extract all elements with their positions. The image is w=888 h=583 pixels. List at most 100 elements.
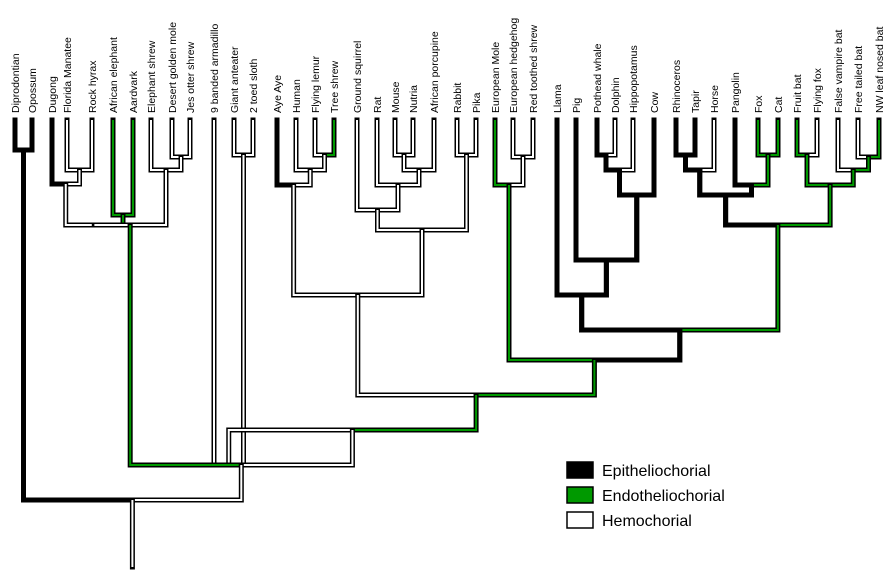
branch-n7-left (150, 120, 166, 171)
branch-n39-left (591, 327, 683, 363)
branch-n19-left-outline (375, 207, 425, 233)
branch-n41-right-outline (349, 392, 479, 433)
branch-n34-left-outline (855, 117, 871, 160)
branch-n22-right (509, 157, 524, 186)
branch-n5-left-outline (63, 181, 97, 228)
taxon-label: European Mole (490, 42, 502, 113)
branch-n9-left-outline (231, 117, 246, 158)
branch-n38-left-outline (579, 292, 683, 333)
branch-n43-left-outline (21, 147, 135, 503)
branch-n22-left-outline (492, 117, 512, 188)
branch-n2-right (79, 120, 93, 171)
taxon-label: Cat (773, 97, 785, 113)
branch-n13-left (274, 117, 297, 188)
branch-n9-left (233, 120, 244, 156)
branch-n42-left-outline (127, 222, 244, 468)
branch-n17-right-outline (375, 182, 401, 213)
branch-n4-right-outline (120, 117, 136, 218)
branch-n11-left-outline (312, 117, 327, 158)
branch-n2-left-outline (64, 117, 82, 173)
taxon-label: Rhinoceros (671, 60, 683, 113)
branch-n42-right (241, 430, 354, 466)
branch-n24-left-outline (617, 117, 636, 173)
branch-n37-right (777, 185, 832, 226)
branch-n34-right (868, 120, 880, 158)
branch-n11-right (324, 120, 335, 156)
branch-n23-right-outline (603, 117, 618, 158)
branch-n27-right (579, 257, 609, 298)
branch-n33-right-outline (804, 117, 820, 158)
branch-n17-right (377, 185, 399, 211)
branch-n25-right-outline (617, 167, 640, 198)
branch-n28-right (683, 117, 698, 158)
taxon-label: Nutria (408, 85, 420, 113)
branch-n18-left (456, 120, 467, 156)
taxon-label: Pothead whale (592, 43, 604, 113)
branch-n6-right-outline (178, 117, 193, 160)
legend-label-endotheliochorial: Endotheliochorial (602, 488, 725, 505)
branch-n24-right (603, 152, 622, 173)
branch-n10-left-outline (211, 117, 232, 468)
branch-n1-right (21, 117, 35, 153)
branch-n30-left-outline (755, 117, 771, 158)
branch-n43-right (132, 465, 243, 501)
branch-n34-right-outline (866, 117, 882, 160)
branch-n12-left (295, 120, 311, 171)
taxon-label: Red toothed shrew (528, 24, 540, 113)
branch-n28-left (673, 117, 688, 158)
branch-n6-left (171, 120, 181, 158)
branch-n8-right-outline (127, 167, 169, 228)
taxon-label: Llama (552, 84, 564, 113)
branch-n35-left (837, 120, 854, 171)
branch-n12-left-outline (293, 117, 313, 173)
branch-n31-right-outline (749, 152, 771, 188)
taxon-label: Rabbit (452, 83, 464, 113)
branch-n39-left-outline (591, 327, 683, 363)
branch-n30-right (768, 120, 779, 156)
branch-n4-left (112, 120, 123, 216)
branch-n6-left-outline (169, 117, 184, 160)
taxon-label: Mouse (390, 81, 402, 113)
branch-n32-right (723, 182, 754, 198)
branch-n35-left-outline (835, 117, 856, 173)
taxon-label: Aardvark (128, 70, 140, 113)
tree-branches (12, 117, 882, 570)
branch-n41-right (352, 395, 478, 431)
taxon-label: 2 toed sloth (248, 59, 260, 113)
branch-n20-right (357, 230, 423, 296)
legend-swatch-epitheliochorial (566, 461, 594, 479)
branch-n25-right (617, 167, 640, 198)
branch-n14-right-outline (401, 117, 416, 158)
taxon-label: False vampire bat (833, 29, 845, 113)
taxon-label: Free tailed bat (853, 46, 865, 113)
branch-n4-left-outline (110, 117, 126, 218)
branch-n22-right-outline (506, 154, 526, 188)
taxon-label: Rat (372, 97, 384, 113)
branch-n21-left-outline (510, 117, 526, 160)
branch-n37-left (723, 192, 781, 228)
branch-n8-right (130, 170, 167, 226)
branch-n42-left (129, 225, 242, 466)
taxon-label: Aye Aye (272, 75, 284, 113)
branch-n7-left-outline (148, 117, 169, 173)
branch-n3-right (65, 170, 81, 185)
branch-n17-left-outline (354, 117, 380, 213)
branch-n38-right (679, 225, 779, 331)
branch-n33-right (807, 120, 818, 156)
branch-n33-left-outline (794, 117, 810, 158)
branch-n11-right-outline (322, 117, 337, 158)
branch-n22-left (494, 120, 509, 186)
taxon-label: Horse (709, 85, 721, 113)
branch-n37-right-outline (775, 182, 833, 228)
branch-n35-right (853, 157, 870, 171)
taxon-label: Hippopotamus (628, 45, 640, 113)
taxon-label: European hedgehog (508, 18, 520, 113)
branch-n40-left (356, 295, 477, 396)
taxon-label: Desert golden mole (167, 22, 179, 113)
taxon-label: Ground squirrel (352, 41, 364, 113)
taxon-label: 9 banded armadillo (209, 24, 221, 113)
branch-n27-left (554, 117, 585, 298)
taxon-label: Dugong (47, 76, 59, 113)
